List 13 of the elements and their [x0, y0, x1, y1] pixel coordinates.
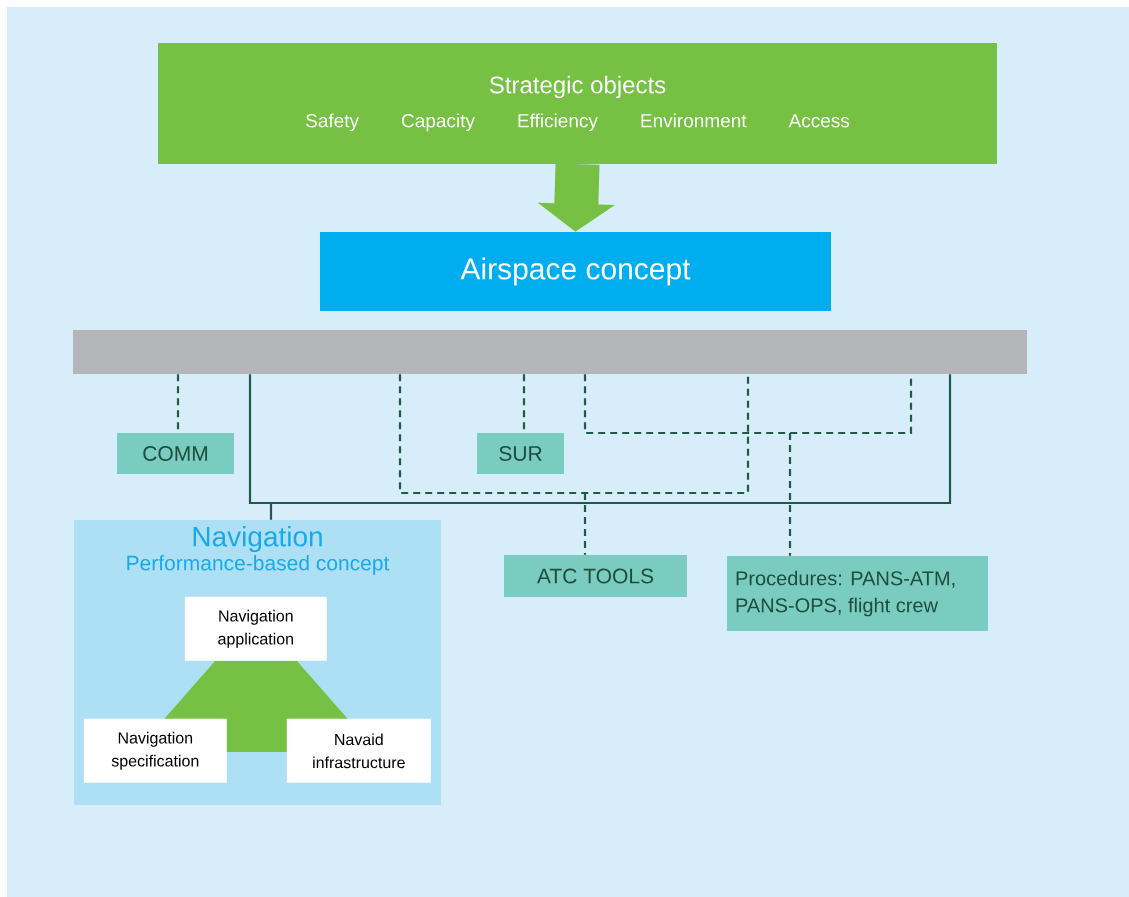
- element-box: Navaid infrastructure: [286, 718, 431, 783]
- bar: [73, 330, 1027, 374]
- element-box: Navigation specification: [83, 718, 227, 783]
- connector-line: [583, 373, 913, 557]
- objectives-banner: Strategic objects Safety Capacity Efficiency Environment Access: [158, 43, 997, 164]
- connector-line: [398, 373, 750, 556]
- component-box: ATC TOOLS: [504, 555, 687, 597]
- concept-box: Airspace concept: [320, 232, 831, 311]
- component-box: COMM: [117, 433, 234, 474]
- component-box: SUR: [477, 433, 564, 474]
- component-box: Procedures: PANS-ATM, PANS-OPS, flight crew: [727, 556, 988, 631]
- element-box: Navigation application: [184, 596, 327, 661]
- connector-line: [248, 373, 952, 521]
